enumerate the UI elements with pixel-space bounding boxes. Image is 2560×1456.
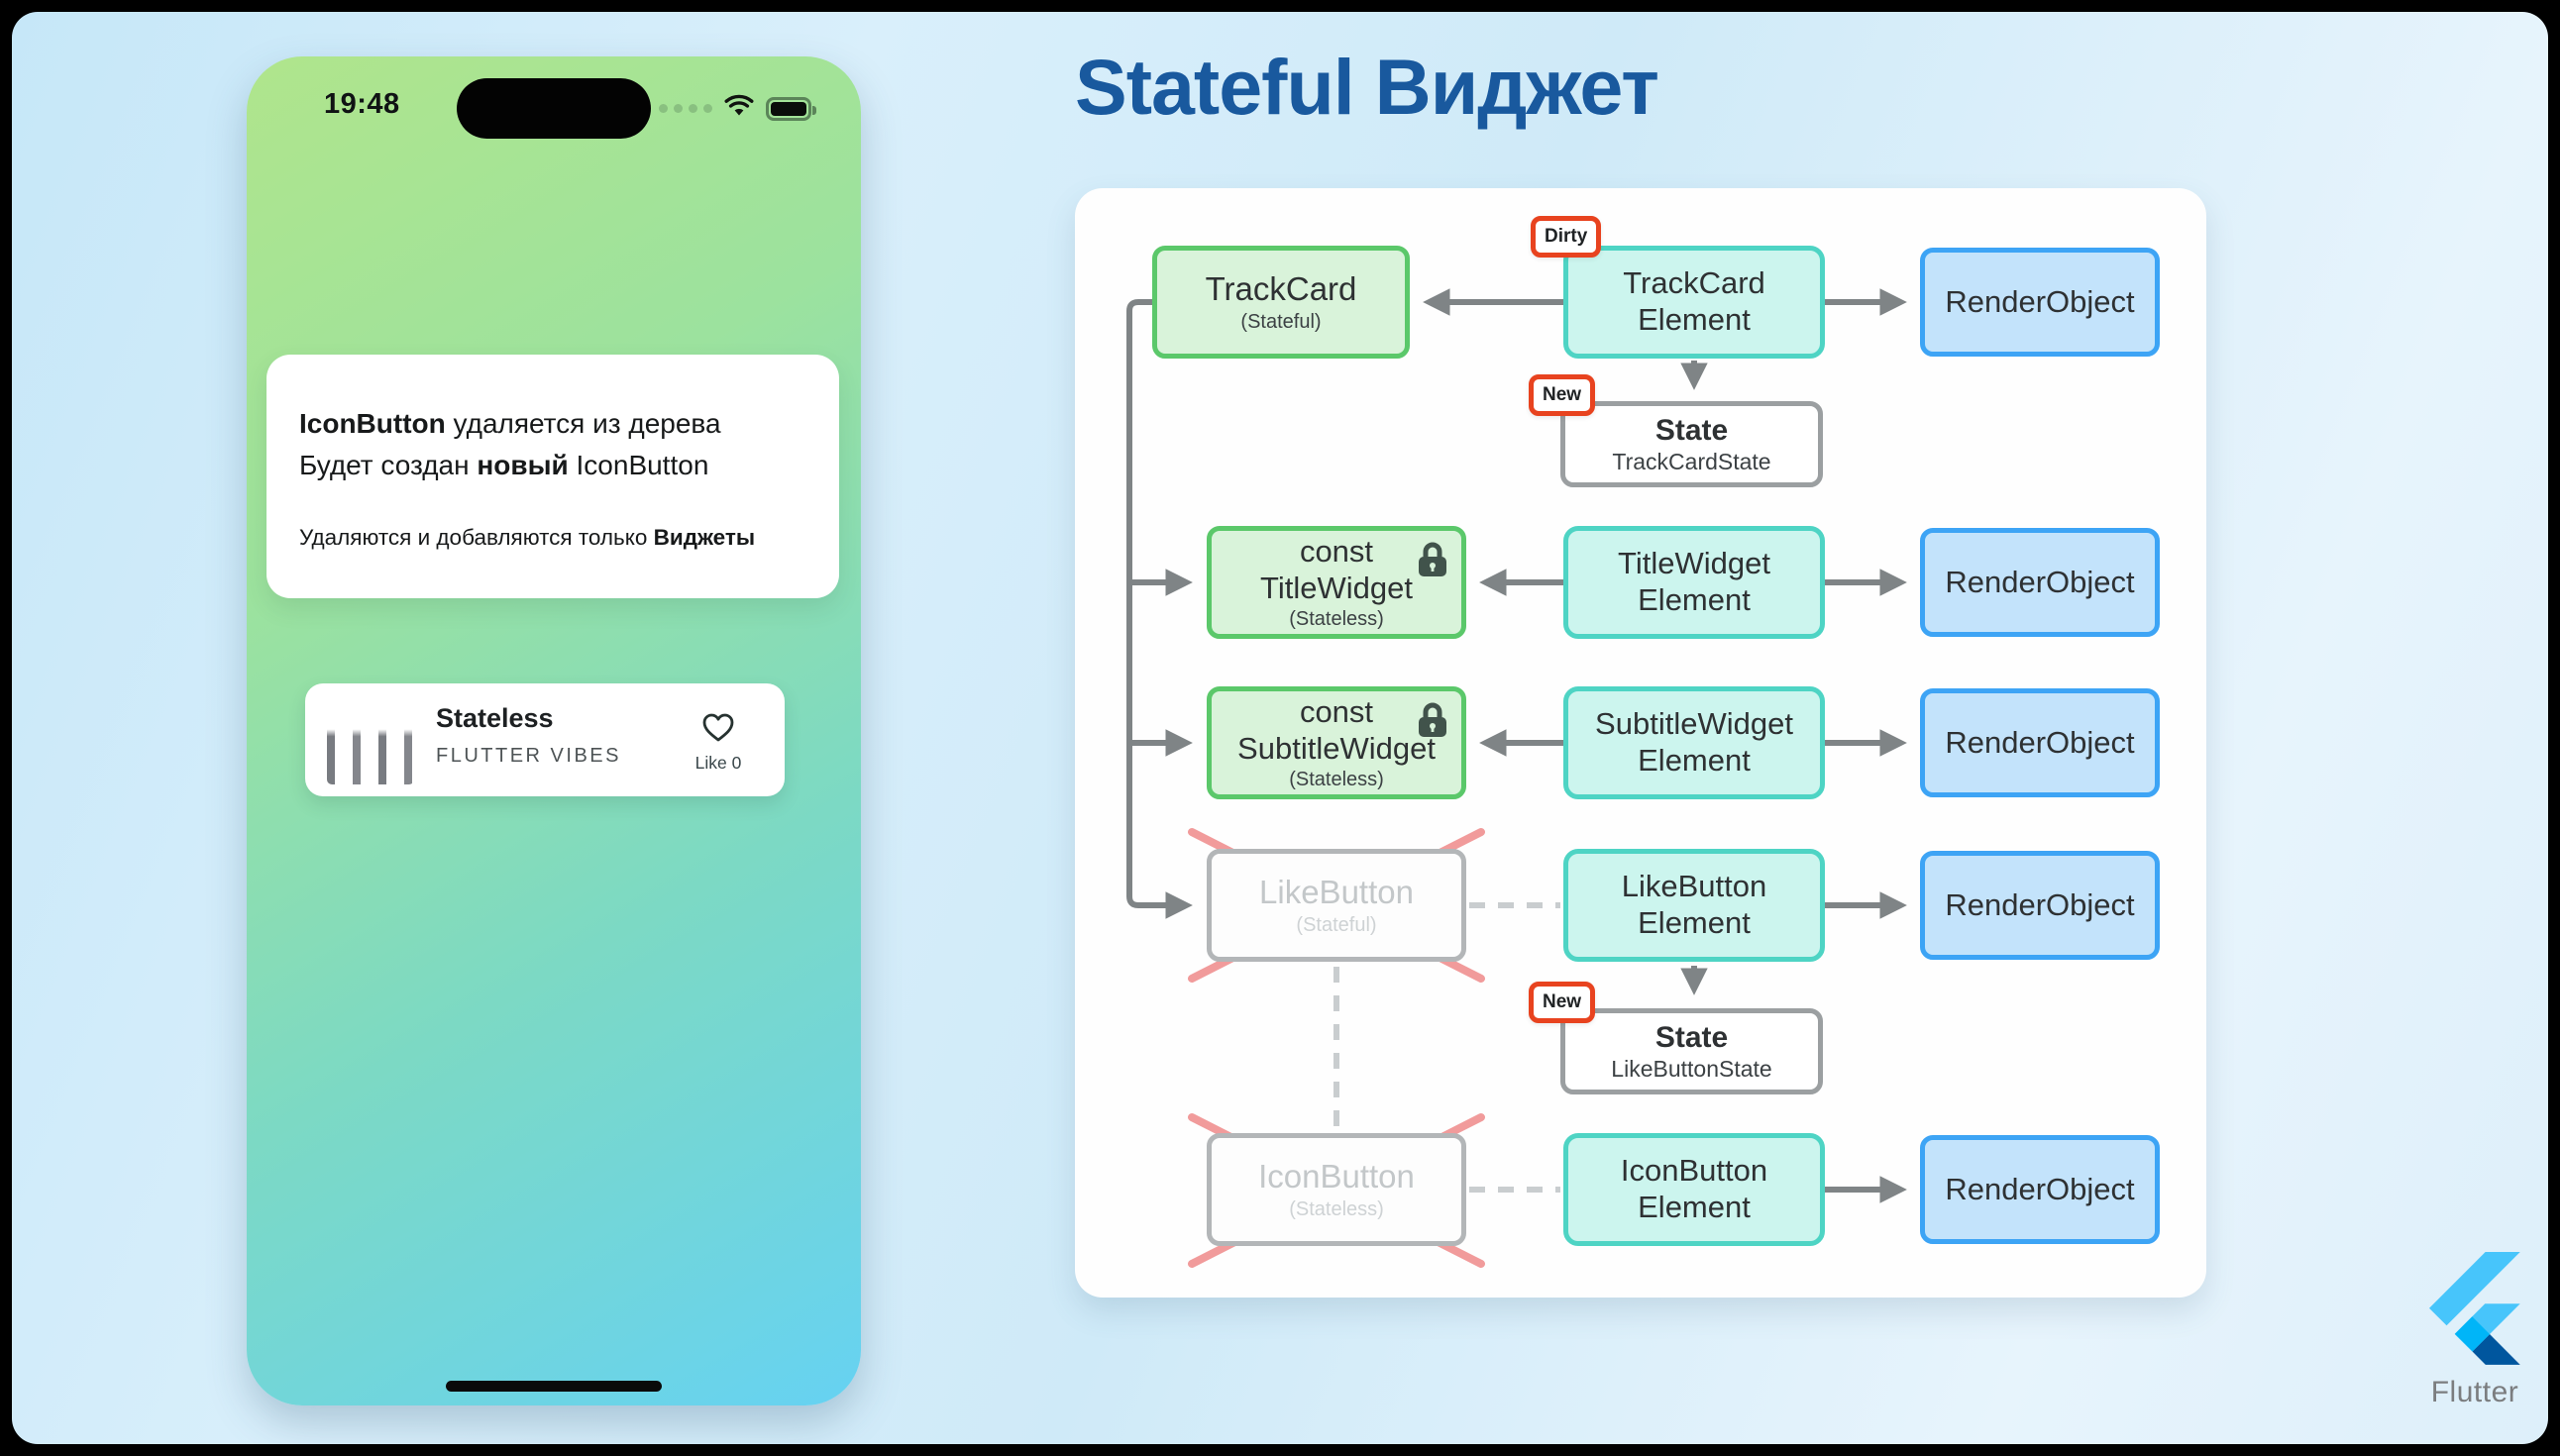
diagram-panel: TrackCard (Stateful) TrackCard Element R… bbox=[1075, 188, 2206, 1298]
info-card: IconButton удаляется из дерева Будет соз… bbox=[267, 355, 839, 598]
element-trackcard: TrackCard Element bbox=[1563, 246, 1825, 359]
state-trackcardstate: State TrackCardState bbox=[1560, 401, 1823, 487]
info-line-2: Будет создан новый IconButton bbox=[299, 450, 709, 480]
flutter-brand: Flutter bbox=[2407, 1252, 2542, 1409]
album-art bbox=[327, 695, 414, 784]
home-indicator[interactable] bbox=[446, 1381, 662, 1392]
signal-dots-icon bbox=[659, 104, 712, 113]
renderobject-trackcard: RenderObject bbox=[1920, 248, 2160, 357]
status-time: 19:48 bbox=[324, 88, 400, 120]
slide-canvas: 19:48 IconButton удаляется из дерева Буд… bbox=[12, 12, 2548, 1444]
new-badge-trackcardstate: New bbox=[1529, 374, 1596, 416]
widget-iconbutton-deleted: IconButton (Stateless) bbox=[1207, 1133, 1466, 1246]
track-card: Stateless FLUTTER VIBES Like 0 bbox=[305, 683, 785, 796]
track-title: Stateless bbox=[436, 703, 554, 733]
like-count: Like 0 bbox=[694, 753, 742, 773]
state-likebuttonstate: State LikeButtonState bbox=[1560, 1008, 1823, 1094]
element-likebutton: LikeButton Element bbox=[1563, 849, 1825, 962]
widget-subtitlewidget: const SubtitleWidget (Stateless) bbox=[1207, 686, 1466, 799]
tree-connector bbox=[1126, 299, 1193, 919]
lock-icon bbox=[1417, 702, 1448, 744]
track-subtitle: FLUTTER VIBES bbox=[436, 745, 621, 767]
widget-titlewidget: const TitleWidget (Stateless) bbox=[1207, 526, 1466, 639]
flutter-logo-icon bbox=[2429, 1252, 2520, 1369]
lock-icon bbox=[1417, 542, 1448, 583]
status-icons bbox=[659, 94, 816, 123]
phone-mockup: 19:48 IconButton удаляется из дерева Буд… bbox=[247, 56, 861, 1405]
heart-icon bbox=[686, 712, 751, 743]
renderobject-iconbutton: RenderObject bbox=[1920, 1135, 2160, 1244]
battery-icon bbox=[766, 96, 816, 121]
wifi-icon bbox=[723, 94, 755, 123]
renderobject-titlewidget: RenderObject bbox=[1920, 528, 2160, 637]
element-subtitlewidget: SubtitleWidget Element bbox=[1563, 686, 1825, 799]
page-title: Stateful Виджет bbox=[1075, 43, 1659, 131]
widget-trackcard: TrackCard (Stateful) bbox=[1152, 246, 1410, 359]
info-line-3: Удаляются и добавляются только Виджеты bbox=[299, 525, 756, 550]
widget-likebutton-deleted: LikeButton (Stateful) bbox=[1207, 849, 1466, 962]
dynamic-island bbox=[457, 78, 651, 139]
dirty-badge: Dirty bbox=[1531, 216, 1602, 258]
like-button[interactable]: Like 0 bbox=[686, 703, 751, 782]
renderobject-likebutton: RenderObject bbox=[1920, 851, 2160, 960]
element-iconbutton: IconButton Element bbox=[1563, 1133, 1825, 1246]
new-badge-likebuttonstate: New bbox=[1529, 982, 1596, 1023]
element-titlewidget: TitleWidget Element bbox=[1563, 526, 1825, 639]
info-line-1: IconButton удаляется из дерева bbox=[299, 408, 721, 439]
flutter-brand-label: Flutter bbox=[2430, 1376, 2519, 1408]
renderobject-subtitlewidget: RenderObject bbox=[1920, 688, 2160, 797]
